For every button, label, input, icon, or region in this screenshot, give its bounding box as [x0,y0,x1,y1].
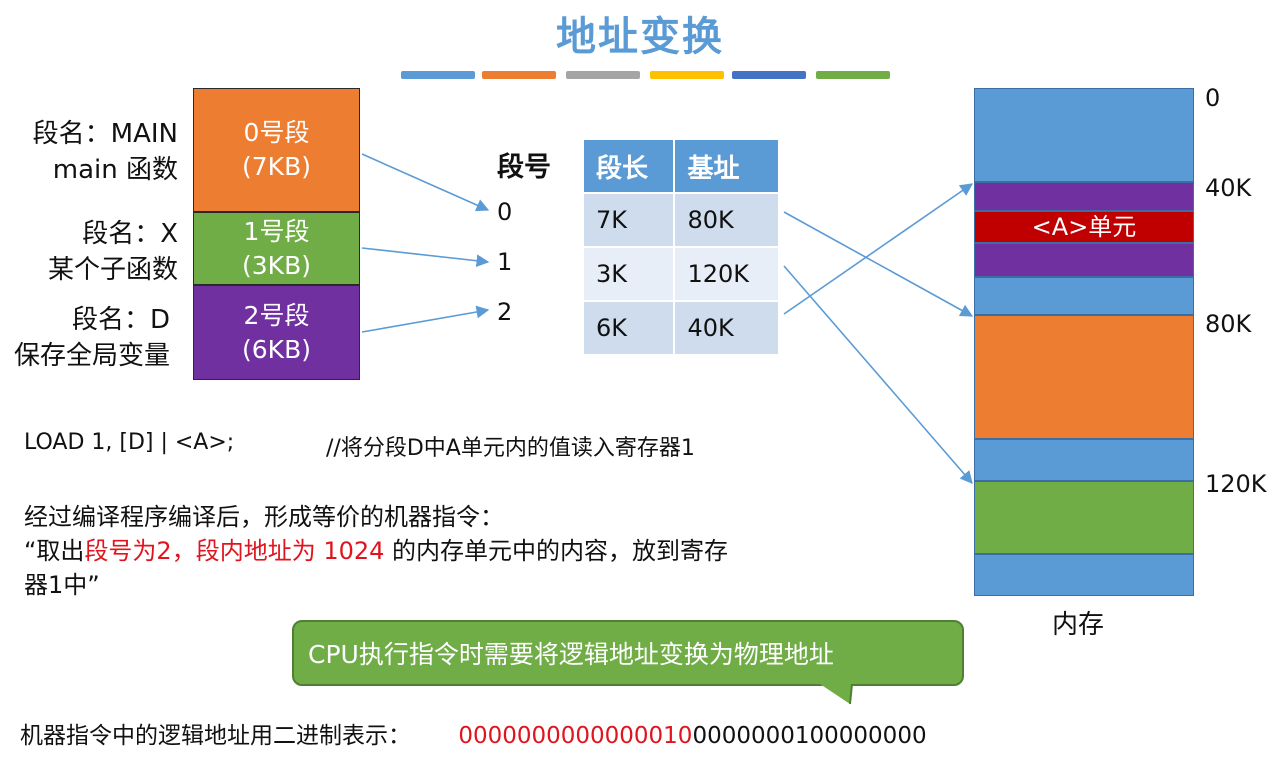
segment-block-0: 0号段 (7KB) [193,88,360,212]
segment-number-header: 段号 [497,152,551,183]
segment-number-0: 0 [497,198,513,226]
cell-base: 40K [673,300,780,356]
segment-block-2: 2号段 (6KB) [193,285,360,380]
title-bar-1 [401,71,475,79]
segment-block-title: 0号段 [243,118,310,147]
description-highlight: 段号为2，段内地址为 1024 [84,537,385,565]
arrow-base1-to-memory [783,265,973,484]
title-bar-6 [816,71,890,79]
description-line-1: 经过编译程序编译后，形成等价的机器指令： [24,503,504,531]
segment-block-size: (6KB) [242,334,311,364]
cell-length: 3K [581,246,676,302]
segment-block-size: (3KB) [242,250,311,280]
segment-name: 段名：X [82,219,178,249]
title-bar-3 [566,71,640,79]
page-title: 地址变换 [556,13,724,60]
instruction-comment: //将分段D中A单元内的值读入寄存器1 [326,436,695,461]
segment-label-2: 段名：D 保存全局变量 [0,302,170,374]
segment-number-2: 2 [497,298,513,326]
arrow-seg2-to-table [361,305,490,333]
segment-number-1: 1 [497,248,513,276]
memory-segment-2-upper [974,182,1194,211]
memory-mark-80k: 80K [1205,310,1252,338]
description-line-2: “取出段号为2，段内地址为 1024 的内存单元中的内容，放到寄存 [24,534,924,568]
memory-unit-label: <A>单元 [1031,213,1137,241]
binary-prefix: 机器指令中的逻辑地址用二进制表示： [20,723,411,749]
segment-label-0: 段名：MAIN main 函数 [0,116,178,188]
column-header-base: 基址 [673,138,780,194]
column-header-length: 段长 [581,138,676,194]
description-quote-start: “取出 [24,537,85,565]
description-line-3: 器1中” [24,571,100,599]
binary-address-line: 机器指令中的逻辑地址用二进制表示： 0000000000000010000000… [20,716,927,750]
segment-name: 段名：MAIN [32,119,178,149]
table-header-row: 段长 基址 [581,138,780,194]
callout-tail [820,684,853,705]
memory-free-top [974,88,1194,182]
arrow-seg0-to-table [361,153,490,212]
callout-box: CPU执行指令时需要将逻辑地址变换为物理地址 [292,620,964,686]
memory-label: 内存 [1052,610,1105,640]
memory-segment-1 [974,481,1194,554]
memory-free-bottom [974,554,1194,596]
segment-name: 段名：D [71,305,170,335]
title-bar-2 [482,71,556,79]
cell-base: 120K [673,246,780,302]
memory-mark-40k: 40K [1205,174,1252,202]
binary-segment-number: 0000000000000010 [458,723,693,749]
memory-free-1 [974,277,1194,315]
memory-segment-2-lower [974,243,1194,277]
memory-mark-120k: 120K [1205,470,1267,498]
segment-table: 段长 基址 7K 80K 3K 120K 6K 40K [581,138,780,356]
memory-free-2 [974,439,1194,481]
segment-block-size: (7KB) [242,152,311,181]
segment-desc: 某个子函数 [47,255,178,285]
memory-segment-0 [974,315,1194,439]
segment-label-1: 段名：X 某个子函数 [0,216,178,288]
instruction-code: LOAD 1, [D] | <A>; [24,430,235,455]
cell-length: 7K [581,192,676,248]
table-row: 6K 40K [581,300,780,356]
arrow-base0-to-memory [783,211,974,317]
description-block: 经过编译程序编译后，形成等价的机器指令： “取出段号为2，段内地址为 1024 … [24,500,924,602]
arrow-base2-to-memory [783,183,974,315]
title-bar-4 [650,71,724,79]
title-bar-5 [732,71,806,79]
table-row: 7K 80K [581,192,780,248]
description-quote-rest: 的内存单元中的内容，放到寄存 [384,537,729,565]
segment-desc: 保存全局变量 [13,341,170,371]
segment-block-title: 1号段 [243,216,310,246]
cell-length: 6K [581,300,676,356]
memory-unit-a: <A>单元 [974,211,1194,243]
binary-offset: 0000000100000000 [692,723,927,749]
table-row: 3K 120K [581,246,780,302]
arrow-seg1-to-table [361,247,490,268]
memory-mark-0: 0 [1205,84,1221,112]
callout-text: CPU执行指令时需要将逻辑地址变换为物理地址 [308,640,834,669]
cell-base: 80K [673,192,780,248]
segment-block-title: 2号段 [243,300,310,330]
segment-block-1: 1号段 (3KB) [193,212,360,285]
segment-desc: main 函数 [52,155,178,185]
